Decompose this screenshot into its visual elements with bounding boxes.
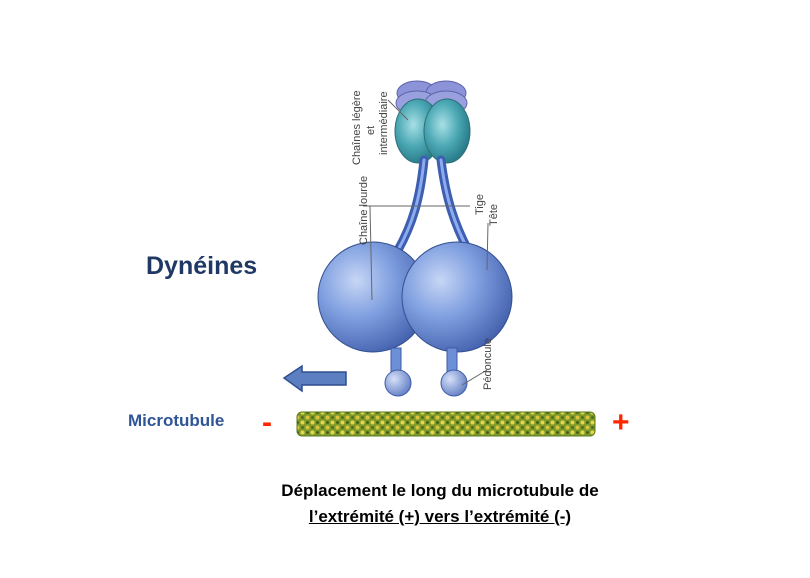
microtubule-rod <box>296 411 596 437</box>
caption-line-2: l’extrémité (+) vers l’extrémité (-) <box>308 507 572 526</box>
caption-line-1: Déplacement le long du microtubule de <box>281 481 599 500</box>
minus-end-sign: - <box>262 406 272 439</box>
stalks <box>393 155 473 255</box>
peduncles <box>384 347 468 397</box>
page-title: Dynéines <box>146 252 258 280</box>
label-head: Tête <box>488 204 500 226</box>
leader-lines <box>363 99 489 386</box>
label-peduncle: Pédoncule <box>482 338 494 390</box>
movement-arrow <box>282 364 347 393</box>
caption: Déplacement le long du microtubule de l’… <box>245 478 635 530</box>
label-light-chains: Chaînes légère <box>351 90 363 165</box>
microtubule-label: Microtubule <box>128 411 225 430</box>
label-stalk: Tige <box>474 194 486 215</box>
rotated-labels: Chaînes légère et intermédiaire Chaîne l… <box>351 90 500 390</box>
light-chains-group <box>394 80 471 164</box>
label-heavy-chain: Chaîne lourde <box>358 176 370 245</box>
label-light-chains-intermediaire: intermédiaire <box>378 91 390 155</box>
heads <box>317 241 513 353</box>
plus-end-sign: + <box>612 406 630 439</box>
label-light-chains-et: et <box>365 126 377 135</box>
